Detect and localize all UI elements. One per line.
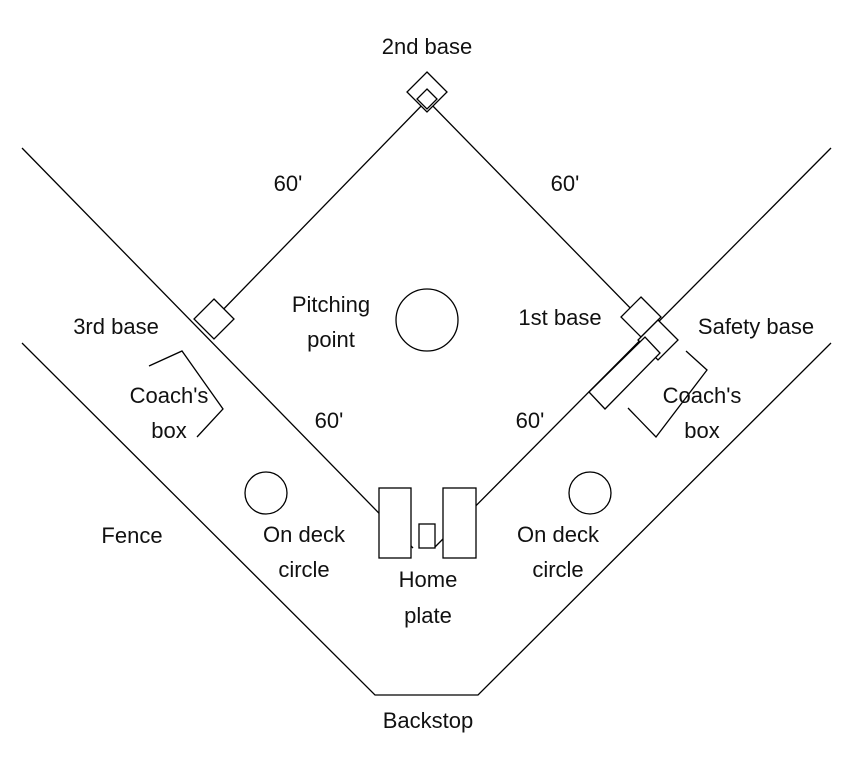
base-path-3rd-to-2nd xyxy=(212,99,428,321)
pitching-point-label-line1: Pitching xyxy=(291,292,371,317)
on-deck-right-label-line2: circle xyxy=(532,557,584,582)
fence-outline xyxy=(21,342,832,696)
batter-box-left xyxy=(378,487,412,559)
on-deck-circle-right xyxy=(568,471,612,515)
second-base-label: 2nd base xyxy=(381,34,473,59)
on-deck-circle-left xyxy=(244,471,288,515)
home-plate-label-line1: Home xyxy=(398,567,458,592)
home-plate-label-line2: plate xyxy=(404,603,452,628)
on-deck-right-label-line1: On deck xyxy=(517,522,599,547)
on-deck-left-label-line1: On deck xyxy=(263,522,345,547)
first-base-label: 1st base xyxy=(518,305,602,330)
fence-label: Fence xyxy=(101,523,163,548)
third-base-label: 3rd base xyxy=(73,314,159,339)
on-deck-left-label-line2: circle xyxy=(278,557,330,582)
distance-label-lower-right: 60' xyxy=(515,408,545,433)
home-plate-marker xyxy=(418,523,436,549)
safety-base-label: Safety base xyxy=(697,314,815,339)
coach-box-left-label-line1: Coach's xyxy=(129,383,209,408)
distance-label-lower-left: 60' xyxy=(314,408,344,433)
right-foul-line xyxy=(433,147,832,549)
backstop-label: Backstop xyxy=(382,708,474,733)
batter-box-right xyxy=(442,487,477,559)
pitching-point-label-line2: point xyxy=(307,327,355,352)
coach-box-left xyxy=(148,350,224,438)
distance-label-upper-left: 60' xyxy=(273,171,303,196)
base-path-2nd-to-1st xyxy=(426,99,641,319)
coach-box-right xyxy=(627,350,708,438)
distance-label-upper-right: 60' xyxy=(550,171,580,196)
third-base-marker xyxy=(193,298,235,340)
pitching-circle xyxy=(395,288,459,352)
second-base-marker-inner xyxy=(416,88,438,110)
left-foul-line xyxy=(21,147,414,549)
coach-box-right-label-line1: Coach's xyxy=(662,383,742,408)
coach-box-right-label-line2: box xyxy=(684,418,720,443)
runner-lane-box xyxy=(588,336,661,410)
coach-box-left-label-line2: box xyxy=(151,418,187,443)
